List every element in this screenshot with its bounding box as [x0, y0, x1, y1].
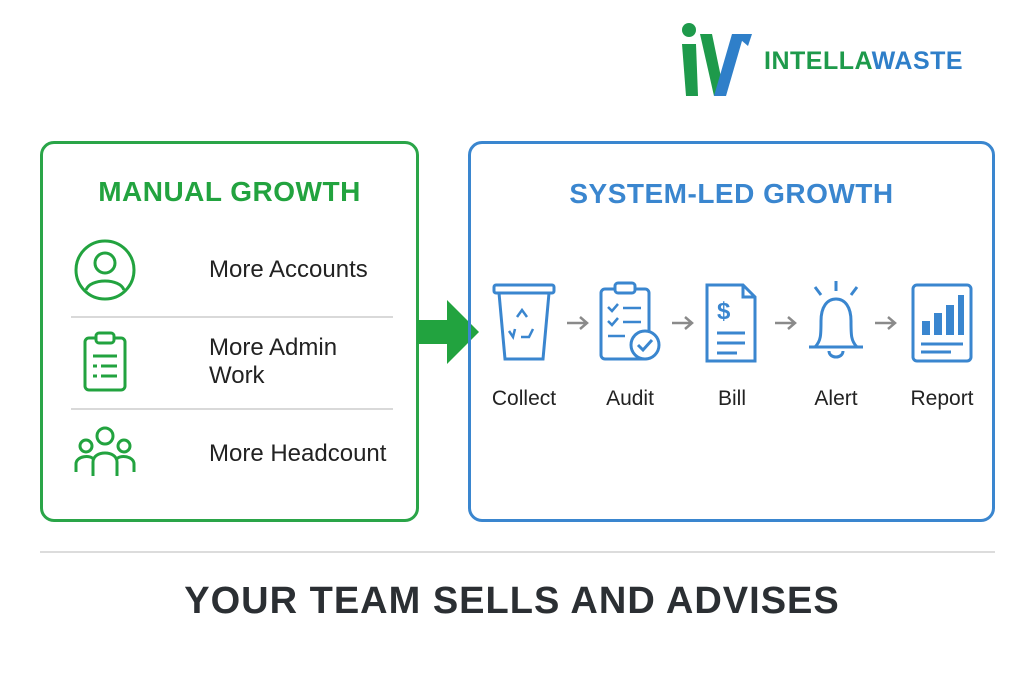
arrow-right-icon	[875, 316, 897, 330]
divider	[71, 408, 393, 410]
step-label: Audit	[606, 387, 654, 410]
system-led-growth-panel: SYSTEM-LED GROWTH	[468, 141, 995, 522]
recycle-bin-icon	[492, 283, 556, 361]
clipboard-icon	[83, 331, 127, 392]
step-alert: Alert	[786, 277, 886, 411]
arrow-right-icon	[775, 316, 797, 330]
step-bill: $ Bill	[682, 277, 782, 411]
step-label: Alert	[814, 387, 858, 410]
bell-icon	[809, 281, 863, 359]
people-icon	[74, 426, 136, 476]
list-item-admin-work: More Admin Work	[73, 322, 393, 402]
brand-name-part2: WASTE	[871, 46, 964, 75]
manual-growth-title: MANUAL GROWTH	[98, 176, 361, 207]
list-item-accounts: More Accounts	[73, 230, 393, 310]
tagline: YOUR TEAM SELLS AND ADVISES	[184, 580, 840, 622]
list-item-label: More Accounts	[209, 256, 368, 283]
list-item-headcount: More Headcount	[73, 414, 393, 494]
divider	[71, 316, 393, 318]
invoice-icon: $	[705, 283, 757, 363]
user-icon	[74, 239, 136, 301]
step-label: Collect	[491, 387, 557, 410]
list-item-label: More Admin Work	[209, 334, 338, 389]
bar-chart-icon	[911, 283, 973, 363]
brand-name: INTELLAWASTE	[764, 47, 963, 76]
brand-logo: INTELLAWASTE	[676, 20, 996, 102]
step-label: Bill	[717, 387, 746, 410]
step-report: Report	[892, 277, 992, 411]
step-label: Report	[910, 387, 974, 410]
svg-text:$: $	[717, 298, 731, 325]
logo-mark-icon	[682, 23, 752, 96]
brand-name-part1: INTELLA	[764, 46, 872, 75]
checklist-icon	[599, 281, 661, 361]
step-collect: Collect	[474, 277, 574, 411]
system-led-growth-title: SYSTEM-LED GROWTH	[569, 178, 894, 209]
arrow-right-icon	[672, 316, 694, 330]
manual-growth-panel: MANUAL GROWTH More Accounts More Admin W…	[40, 141, 419, 522]
transition-arrow-icon	[417, 300, 479, 364]
arrow-right-icon	[567, 316, 589, 330]
list-item-label: More Headcount	[209, 440, 387, 467]
divider	[40, 551, 995, 553]
step-audit: Audit	[580, 277, 680, 411]
